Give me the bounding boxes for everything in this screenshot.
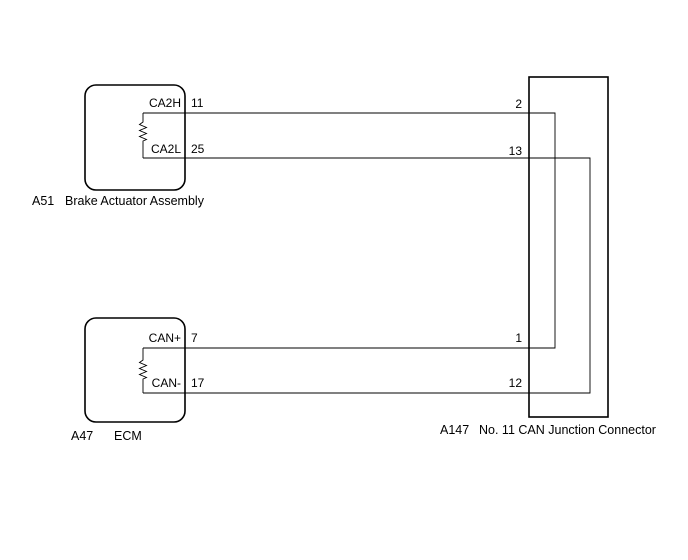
ecm-name: ECM xyxy=(114,429,142,443)
ca2l-signal-label: CA2L xyxy=(151,142,181,156)
termination-resistor-brake xyxy=(138,113,148,158)
ecm-code: A47 xyxy=(71,429,93,443)
junction-pin-1: 1 xyxy=(515,331,522,345)
can-minus-pin-number: 17 xyxy=(191,376,205,390)
junction-pin-13: 13 xyxy=(509,144,523,158)
brake-actuator-box xyxy=(84,84,186,191)
can-plus-signal-label: CAN+ xyxy=(149,331,181,345)
ca2h-signal-label: CA2H xyxy=(149,96,181,110)
brake-actuator-code: A51 xyxy=(32,194,54,208)
wiring xyxy=(143,112,591,394)
junction-connector-box xyxy=(528,76,609,418)
junction-connector-code: A147 xyxy=(440,423,469,437)
ecm-box xyxy=(84,317,186,423)
ca2h-pin-number: 11 xyxy=(191,96,204,110)
brake-actuator-name: Brake Actuator Assembly xyxy=(65,194,205,208)
ecm: CAN+ CAN- 7 17 A47 ECM xyxy=(71,317,205,443)
junction-connector-name: No. 11 CAN Junction Connector xyxy=(479,423,656,437)
can-low-wire xyxy=(143,157,591,394)
junction-pin-12: 12 xyxy=(509,376,523,390)
can-high-wire xyxy=(143,112,556,349)
ca2l-pin-number: 25 xyxy=(191,142,205,156)
can-junction-connector: 2 13 1 12 A147 No. 11 CAN Junction Conne… xyxy=(440,76,656,437)
termination-resistor-ecm xyxy=(138,348,148,393)
brake-actuator-assembly: CA2H CA2L 11 25 A51 Brake Actuator Assem… xyxy=(32,84,205,208)
junction-pin-2: 2 xyxy=(515,97,522,111)
can-minus-signal-label: CAN- xyxy=(152,376,181,390)
can-plus-pin-number: 7 xyxy=(191,331,198,345)
